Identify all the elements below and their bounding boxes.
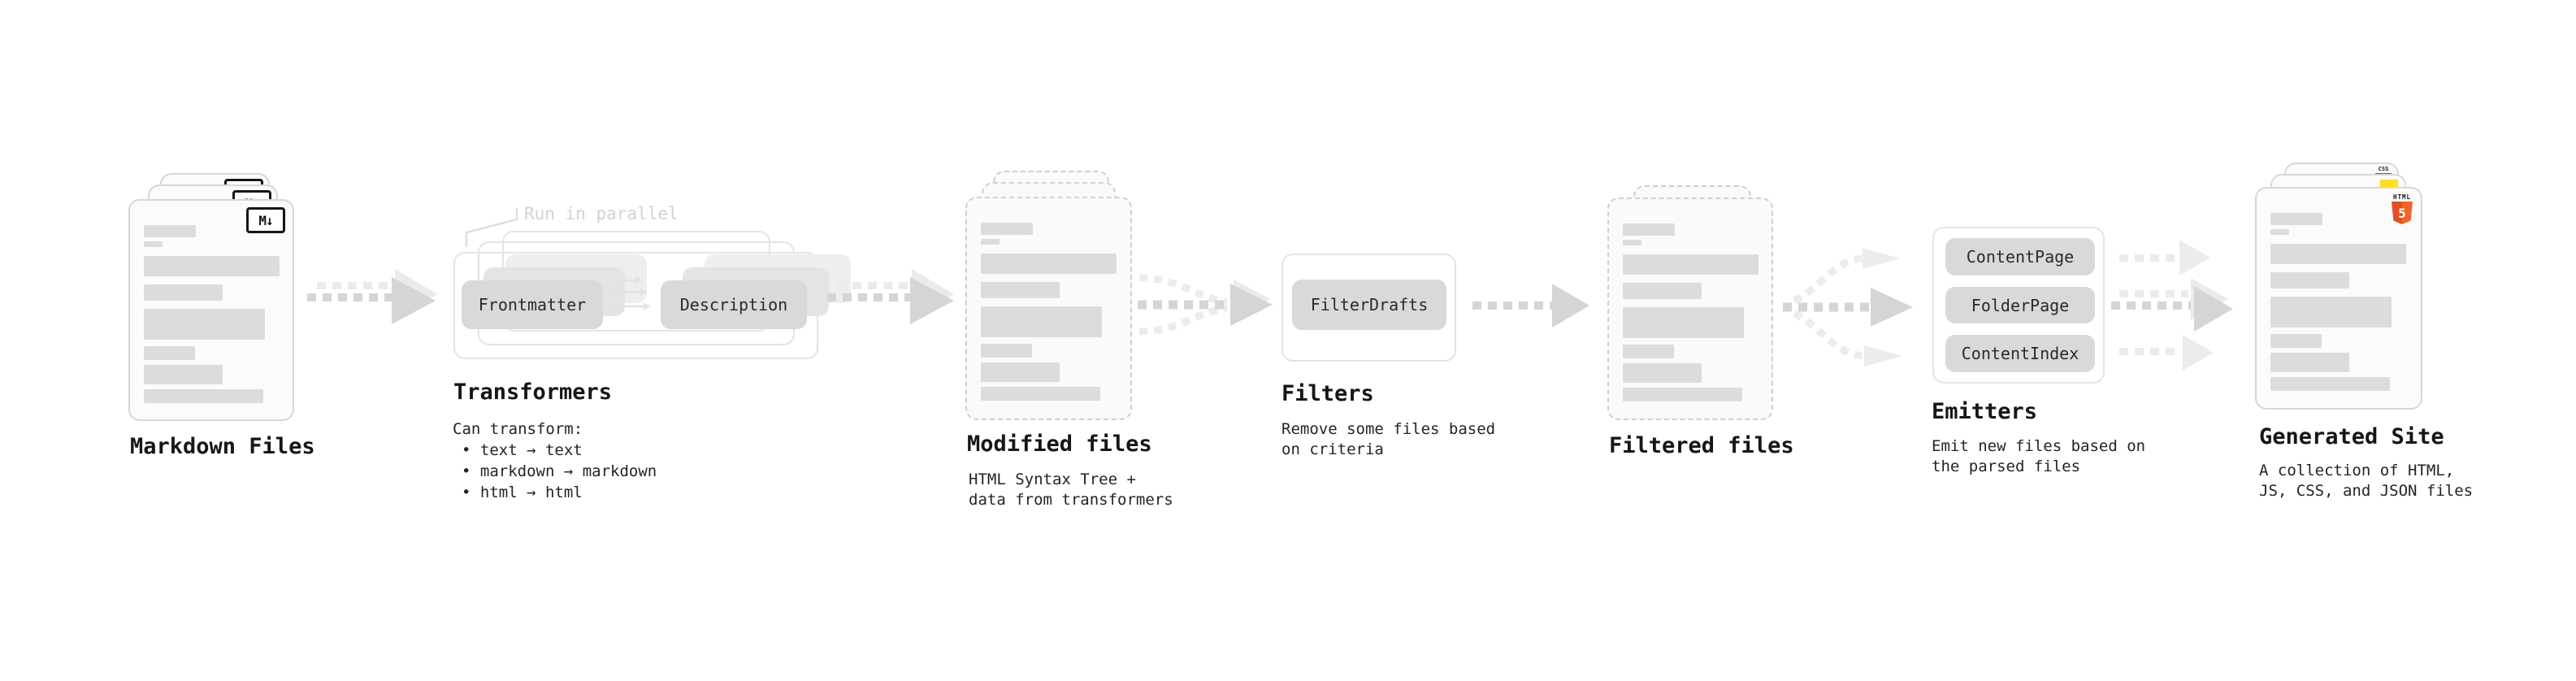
transform-bullet: • markdown → markdown bbox=[462, 462, 657, 480]
placeholder-text-bar bbox=[1623, 388, 1742, 401]
stage-title-filtered-files: Filtered files bbox=[1609, 433, 1794, 458]
stage-subtitle: Emit new files based on bbox=[1932, 437, 2146, 455]
arrow-fan-in-modified-to-filters bbox=[1138, 274, 1273, 336]
annotation-leader-line bbox=[465, 208, 518, 247]
description-box: Description bbox=[661, 280, 807, 329]
placeholder-text-bar bbox=[144, 365, 223, 384]
placeholder-text-bar bbox=[2270, 229, 2289, 235]
placeholder-text-bar bbox=[144, 256, 280, 276]
stage-title-markdown-files: Markdown Files bbox=[130, 434, 315, 459]
placeholder-text-bar bbox=[981, 254, 1117, 274]
placeholder-text-bar bbox=[1623, 345, 1674, 358]
placeholder-text-bar bbox=[981, 282, 1060, 298]
placeholder-text-bar bbox=[1623, 254, 1759, 275]
placeholder-text-bar bbox=[2270, 353, 2349, 372]
transform-bullet: • html → html bbox=[462, 484, 583, 501]
file-card-front bbox=[1607, 197, 1773, 420]
stage-subtitle: the parsed files bbox=[1932, 458, 2081, 475]
parallel-arrows-icon bbox=[611, 276, 651, 310]
placeholder-text-bar bbox=[144, 309, 265, 340]
frontmatter-box: Frontmatter bbox=[462, 280, 603, 329]
placeholder-text-bar bbox=[2270, 213, 2322, 225]
contentindex-box: ContentIndex bbox=[1945, 335, 2095, 372]
stage-title-transformers: Transformers bbox=[453, 380, 613, 405]
arrowhead-icon bbox=[2179, 240, 2210, 275]
placeholder-text-bar bbox=[981, 387, 1100, 401]
placeholder-text-bar bbox=[144, 346, 195, 360]
stage-subtitle: on criteria bbox=[1281, 440, 1384, 458]
placeholder-text-bar bbox=[2270, 334, 2322, 348]
contentpage-box: ContentPage bbox=[1945, 238, 2095, 275]
can-transform-heading: Can transform: bbox=[453, 420, 583, 438]
transform-bullet: • text → text bbox=[462, 441, 583, 459]
run-in-parallel-label: Run in parallel bbox=[524, 204, 679, 223]
stage-subtitle: Remove some files based bbox=[1281, 420, 1496, 438]
placeholder-text-bar bbox=[1623, 223, 1675, 236]
arrowhead-icon bbox=[2194, 286, 2233, 332]
arrowhead-icon bbox=[2183, 335, 2214, 371]
stage-title-filters: Filters bbox=[1281, 381, 1374, 406]
placeholder-text-bar bbox=[144, 389, 263, 403]
html5-icon: HTML 5 bbox=[2390, 194, 2414, 224]
placeholder-text-bar bbox=[2270, 297, 2392, 327]
placeholder-text-bar bbox=[144, 241, 163, 247]
markdown-icon: M↓ bbox=[246, 207, 285, 233]
stage-title-modified-files: Modified files bbox=[967, 432, 1152, 457]
file-card-front: M↓ bbox=[128, 199, 294, 421]
arrowhead-icon bbox=[392, 277, 436, 324]
stage-title-generated-site: Generated Site bbox=[2259, 424, 2444, 449]
placeholder-text-bar bbox=[981, 344, 1032, 358]
placeholder-text-bar bbox=[1623, 307, 1744, 338]
placeholder-text-bar bbox=[2270, 272, 2349, 288]
file-card-front: HTML 5 bbox=[2255, 187, 2422, 410]
stage-subtitle: JS, CSS, and JSON files bbox=[2259, 482, 2474, 500]
placeholder-text-bar bbox=[981, 239, 1000, 245]
placeholder-text-bar bbox=[1623, 363, 1702, 383]
placeholder-text-bar bbox=[1623, 283, 1702, 299]
placeholder-text-bar bbox=[2270, 377, 2390, 391]
placeholder-text-bar bbox=[144, 225, 196, 237]
arrowhead-icon bbox=[910, 277, 954, 324]
stage-subtitle: A collection of HTML, bbox=[2259, 462, 2455, 479]
filterdrafts-box: FilterDrafts bbox=[1292, 280, 1446, 330]
arrow-fan-out-filtered-to-emitters bbox=[1783, 248, 1913, 367]
stage-title-emitters: Emitters bbox=[1932, 399, 2038, 424]
stage-subtitle: data from transformers bbox=[969, 491, 1173, 509]
placeholder-text-bar bbox=[2270, 244, 2406, 264]
placeholder-text-bar bbox=[981, 362, 1060, 382]
placeholder-text-bar bbox=[144, 284, 223, 301]
file-card-front bbox=[965, 197, 1132, 420]
stage-subtitle: HTML Syntax Tree + bbox=[969, 471, 1136, 488]
placeholder-text-bar bbox=[981, 223, 1033, 235]
folderpage-box: FolderPage bbox=[1945, 287, 2095, 323]
arrowhead-icon bbox=[1552, 284, 1589, 327]
placeholder-text-bar bbox=[1623, 240, 1641, 245]
placeholder-text-bar bbox=[981, 306, 1102, 337]
